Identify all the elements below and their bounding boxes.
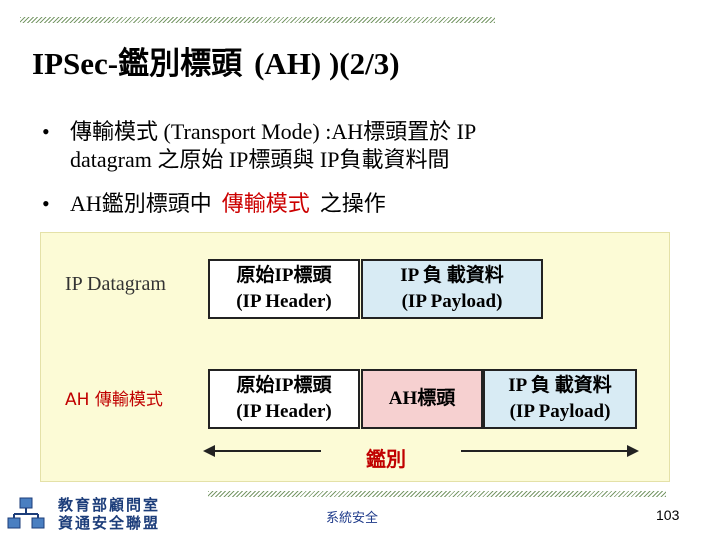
ip-datagram-row-label: IP Datagram <box>65 273 166 295</box>
ip-header-en: (IP Header) <box>236 291 332 312</box>
arrow-left-head <box>203 445 215 457</box>
organization-logo-text: 教育部顧問室 資通安全聯盟 <box>58 496 160 532</box>
ah-header-box: AH標頭 <box>361 369 483 429</box>
logo-line-1: 教育部顧問室 <box>58 496 161 514</box>
arrow-right-head <box>627 445 639 457</box>
ip-header-en: (IP Header) <box>236 401 332 422</box>
payload-en: (IP Payload) <box>401 291 503 312</box>
authentication-label: 鑑別 <box>366 447 406 471</box>
bullet-2-emphasis: 傳輸模式 <box>221 191 310 216</box>
ah-payload-box: IP 負 載資料 (IP Payload) <box>483 369 637 429</box>
top-decorative-stripe <box>20 17 495 23</box>
ah-transport-mode-diagram: IP Datagram AH 傳輸模式 原始IP標頭 (IP Header) I… <box>40 232 670 482</box>
bullet-1-line-2: datagram 之原始 IP標頭與 IP負載資料間 <box>70 147 450 172</box>
slide-title: IPSec-鑑別標頭 (AH) )(2/3) <box>32 38 400 83</box>
payload-en: (IP Payload) <box>509 401 611 422</box>
ah-header-label: AH標頭 <box>388 388 456 409</box>
slide-page-number: 103 <box>656 507 680 523</box>
ip-header-zh: 原始IP標頭 <box>236 265 332 286</box>
bullet-marker: • <box>42 119 50 144</box>
bullet-2-post: 之操作 <box>319 191 386 216</box>
payload-zh: IP 負 載資料 <box>508 375 612 396</box>
title-part1: IPSec-鑑別標頭 <box>32 46 243 81</box>
bullet-marker: • <box>42 191 50 216</box>
bullet-2-pre: AH鑑別標頭中 <box>70 191 212 216</box>
ip-header-zh: 原始IP標頭 <box>236 375 332 396</box>
logo-line-2: 資通安全聯盟 <box>58 514 161 532</box>
ah-transport-row-label: AH 傳輸模式 <box>65 390 163 410</box>
payload-zh: IP 負 載資料 <box>400 265 504 286</box>
footer-course-title: 系統安全 <box>326 511 379 526</box>
ah-ip-header-box: 原始IP標頭 (IP Header) <box>208 369 360 429</box>
bottom-decorative-stripe <box>208 491 666 497</box>
bullet-1-line-1: 傳輸模式 (Transport Mode) :AH標頭置於 IP <box>70 119 477 144</box>
authenticated-range-arrow <box>203 445 639 457</box>
network-logo-icon <box>7 497 45 529</box>
datagram-payload-box: IP 負 載資料 (IP Payload) <box>361 259 543 319</box>
title-part2: (AH) )(2/3) <box>254 46 400 81</box>
datagram-ip-header-box: 原始IP標頭 (IP Header) <box>208 259 360 319</box>
